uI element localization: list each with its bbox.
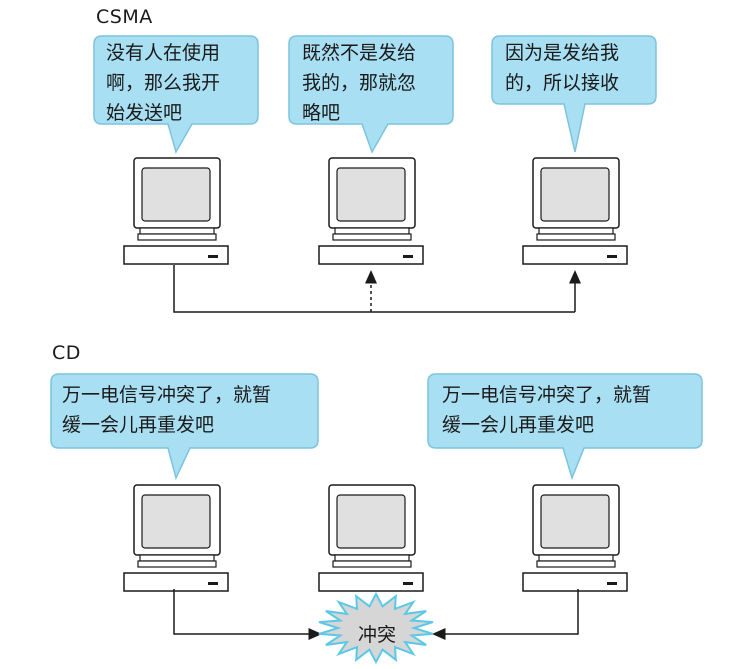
bubble-line: 没有人在使用 <box>106 42 221 64</box>
monitor-stand <box>137 560 217 568</box>
bubble-line: 始发送吧 <box>106 102 183 124</box>
monitor-neck <box>334 227 410 235</box>
monitor-stand <box>332 233 412 241</box>
monitor-stand <box>536 233 616 241</box>
bubble-line: 的，所以接收 <box>505 72 620 94</box>
monitor-neck <box>139 227 215 235</box>
cd-bubble-2-text: 万一电信号冲突了，就暂 缓一会儿再重发吧 <box>442 380 651 440</box>
drive-slot <box>208 255 218 258</box>
cd-bubble-1 <box>50 373 319 481</box>
csma-bubble-3-text: 因为是发给我 的，所以接收 <box>505 38 619 98</box>
csma-bubble-1 <box>93 35 259 154</box>
bubble-line: 略吧 <box>302 102 341 124</box>
monitor-neck <box>334 554 410 562</box>
bubble-line: 缓一会儿再重发吧 <box>62 414 215 436</box>
computer-cd-2 <box>318 484 424 592</box>
csma-bus-line <box>173 265 575 313</box>
computer-csma-3 <box>522 157 628 265</box>
monitor-screen <box>336 167 406 222</box>
csma-section-label: CSMA <box>96 6 153 28</box>
drive-slot <box>607 582 617 585</box>
cd-arrow-right <box>432 589 579 640</box>
system-unit <box>318 572 424 592</box>
bubble-line: 万一电信号冲突了，就暂 <box>442 384 652 406</box>
csma-bubble-3 <box>491 35 657 153</box>
system-unit <box>522 245 628 265</box>
computer-csma-2 <box>318 157 424 265</box>
monitor-stand <box>332 560 412 568</box>
bubble-line: 缓一会儿再重发吧 <box>442 414 595 436</box>
system-unit <box>318 245 424 265</box>
cd-arrow-left <box>173 589 322 640</box>
monitor-stand <box>137 233 217 241</box>
monitor-screen <box>141 494 211 549</box>
computer-cd-3 <box>522 484 628 592</box>
monitor-screen <box>540 494 610 549</box>
computer-cd-1 <box>123 484 229 592</box>
monitor-screen <box>336 494 406 549</box>
bubble-line: 既然不是发给 <box>302 42 417 64</box>
computer-csma-1 <box>123 157 229 265</box>
monitor-neck <box>538 554 614 562</box>
system-unit <box>522 572 628 592</box>
bubble-line: 因为是发给我 <box>505 42 620 64</box>
monitor-stand <box>536 560 616 568</box>
cd-bubble-1-text: 万一电信号冲突了，就暂 缓一会儿再重发吧 <box>62 380 271 440</box>
bubble-line: 我的，那就忽 <box>302 72 417 94</box>
system-unit <box>123 245 229 265</box>
csma-bubble-2 <box>288 35 454 154</box>
collision-label: 冲突 <box>358 624 397 646</box>
bubble-line: 万一电信号冲突了，就暂 <box>62 384 272 406</box>
collision-burst <box>318 591 434 665</box>
monitor-neck <box>538 227 614 235</box>
monitor-screen <box>540 167 610 222</box>
cd-bubble-2 <box>427 373 703 481</box>
monitor-neck <box>139 554 215 562</box>
cd-section-label: CD <box>52 342 81 364</box>
csma-bubble-1-text: 没有人在使用 啊，那么我开 始发送吧 <box>106 38 220 128</box>
drive-slot <box>607 255 617 258</box>
drive-slot <box>403 582 413 585</box>
system-unit <box>123 572 229 592</box>
monitor-screen <box>141 167 211 222</box>
bubble-line: 啊，那么我开 <box>106 72 221 94</box>
drive-slot <box>208 582 218 585</box>
csma-bubble-2-text: 既然不是发给 我的，那就忽 略吧 <box>302 38 416 128</box>
drive-slot <box>403 255 413 258</box>
